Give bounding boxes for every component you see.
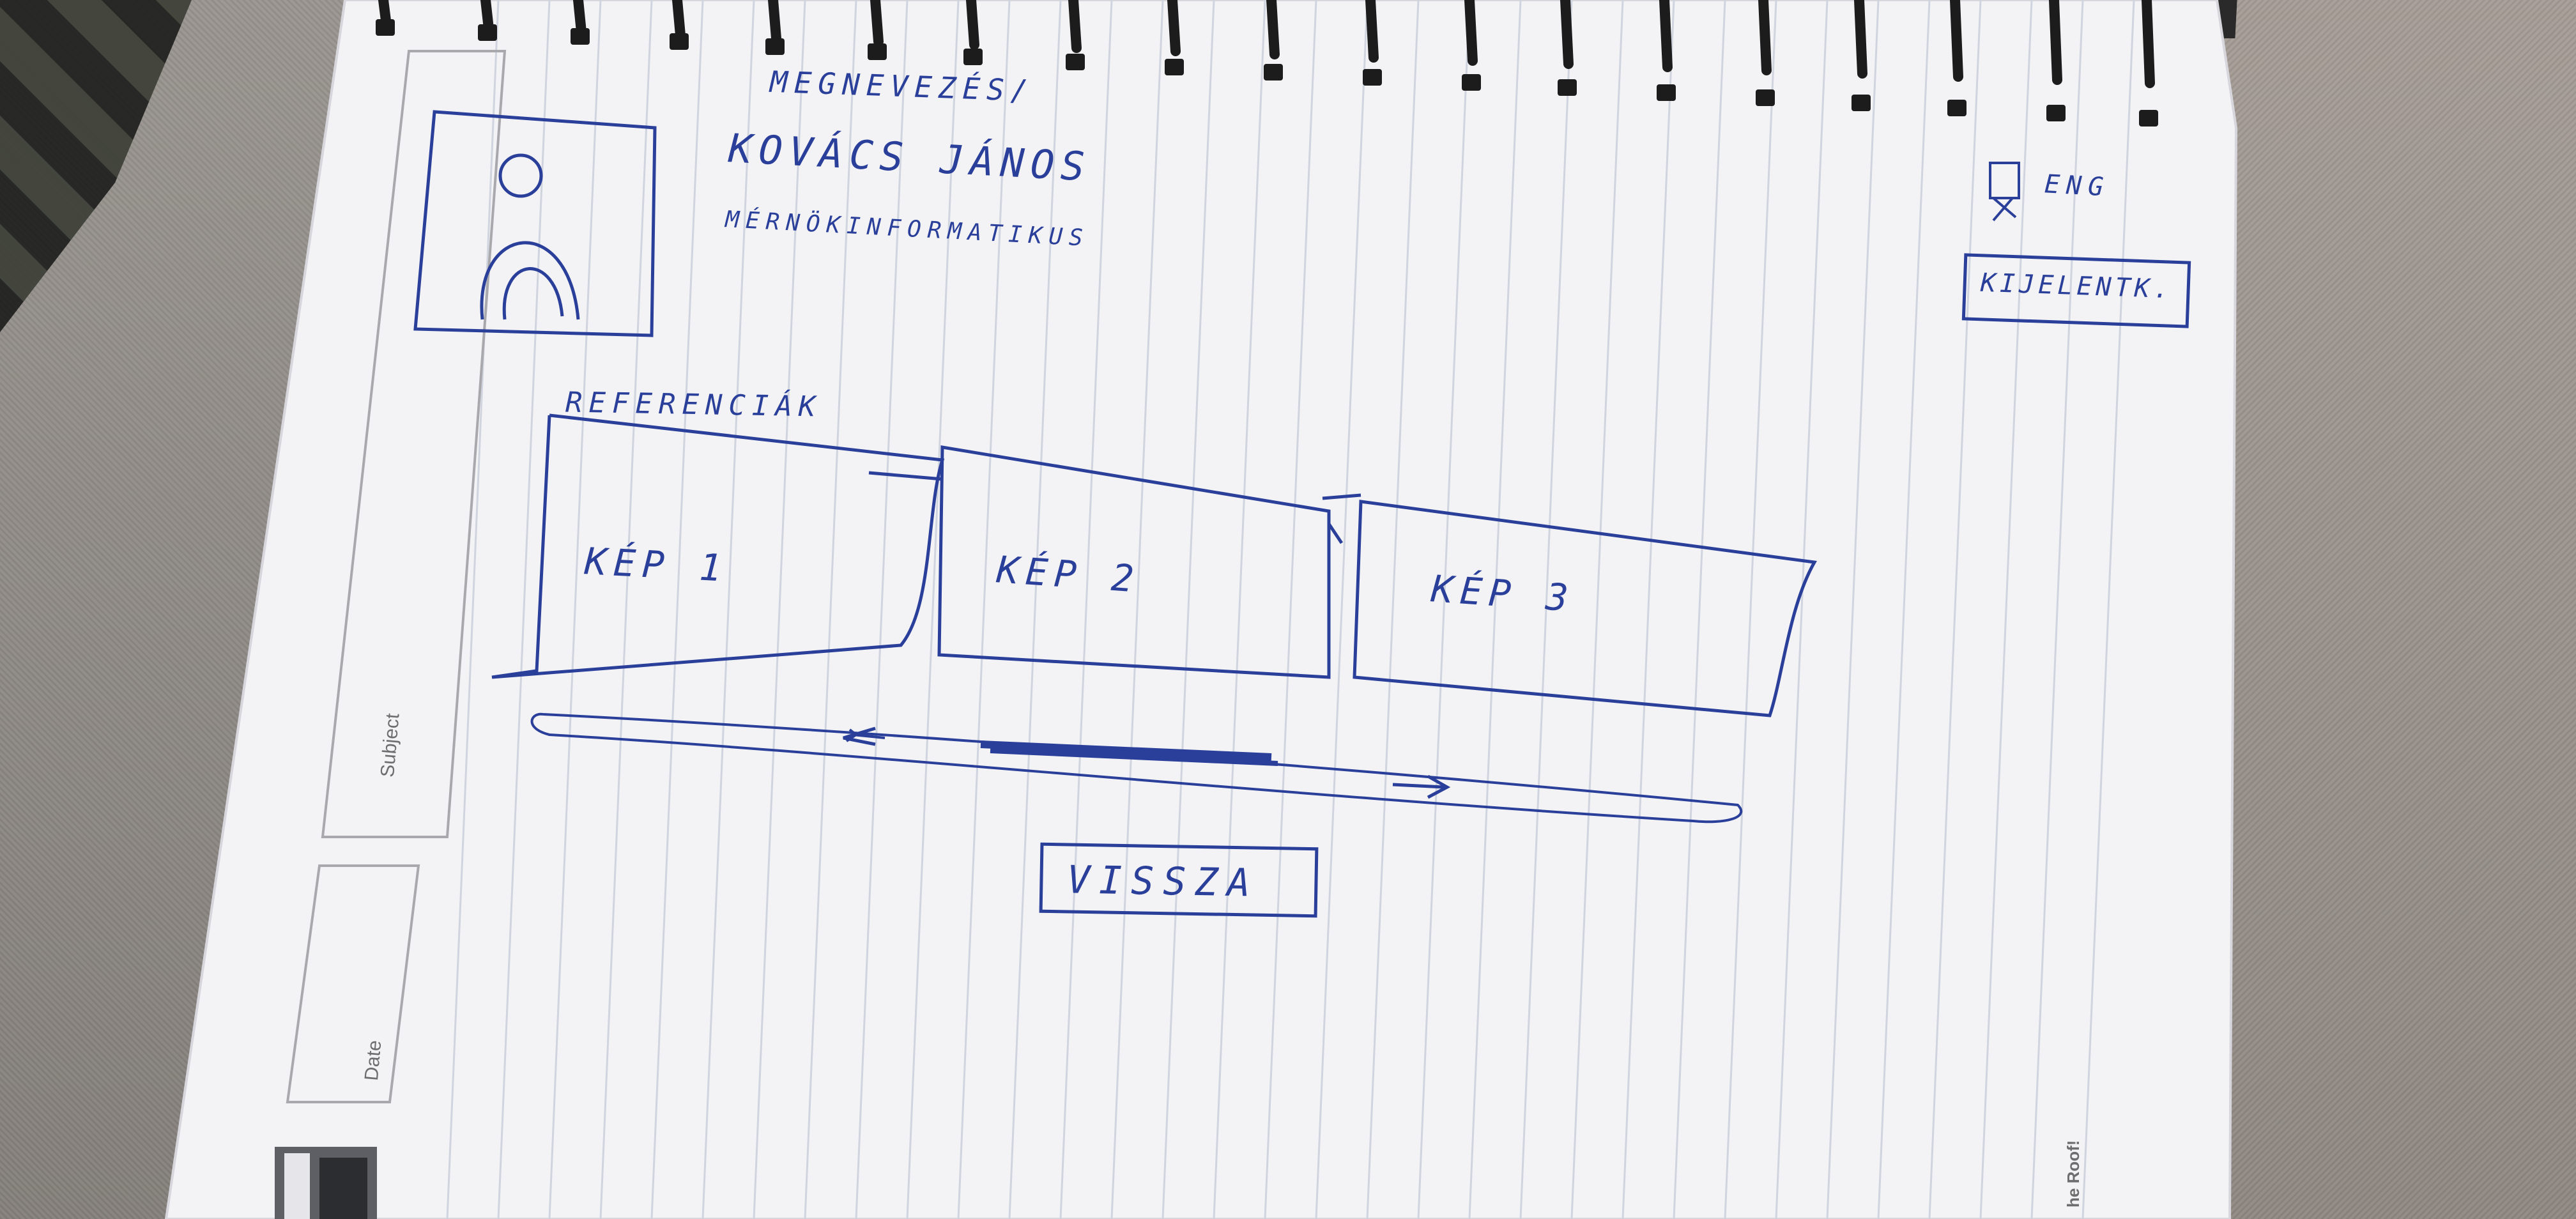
left-arrow-icon [843, 726, 876, 746]
image-box-3-outline [1353, 500, 1818, 717]
back-button[interactable]: VISSZA [1066, 857, 1260, 906]
logout-button-outline [1961, 253, 2191, 328]
spiral-binding [378, 0, 2155, 88]
language-label[interactable]: ENG [2043, 169, 2111, 203]
subject-box [0, 0, 1, 1]
image-carousel [491, 413, 1818, 717]
flag-icon [1989, 162, 2020, 222]
paper-sheet [164, 0, 2238, 1219]
person-icon [413, 110, 657, 337]
right-arrow-icon [1392, 774, 1451, 799]
back-button-outline [1039, 842, 1319, 918]
references-title: REFERENCIÁK [565, 386, 822, 424]
date-label: Date [361, 1039, 386, 1082]
notebook-footer-text: he Roof! [2064, 1140, 2083, 1208]
image-box-2-outline [937, 445, 1331, 679]
ruled-lines [446, 0, 2135, 1219]
image-1-label[interactable]: KÉP 1 [583, 539, 730, 590]
carousel-scrollbar [530, 712, 1743, 824]
